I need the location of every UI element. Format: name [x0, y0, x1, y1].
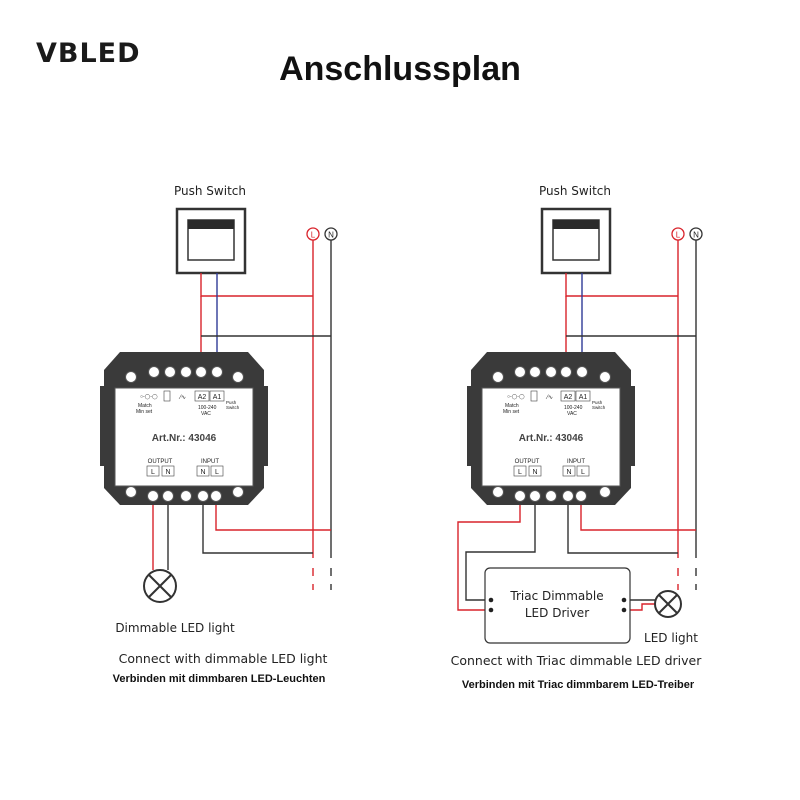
svg-text:100-240: 100-240: [198, 405, 217, 411]
svg-text:L: L: [518, 469, 522, 476]
dimmer-device: ○‑◯‑◯ ⁄∿ Match Min set A2 A1 100-240 VAC…: [100, 352, 268, 505]
caption-en: Connect with Triac dimmable LED driver: [451, 653, 703, 668]
svg-text:N: N: [693, 231, 699, 240]
svg-text:A2: A2: [564, 394, 573, 401]
top-terminal-row: [492, 366, 611, 383]
svg-text:N: N: [532, 469, 537, 476]
svg-text:Push: Push: [592, 400, 603, 405]
svg-text:A1: A1: [213, 394, 222, 401]
svg-text:100-240: 100-240: [564, 405, 583, 411]
svg-text:A2: A2: [198, 394, 207, 401]
load-label: LED light: [644, 631, 698, 645]
svg-text:L: L: [581, 469, 585, 476]
push-switch-label: Push Switch: [174, 184, 246, 198]
svg-text:L: L: [151, 469, 155, 476]
push-switch-label: Push Switch: [539, 184, 611, 198]
top-terminal-row: [125, 366, 244, 383]
svg-text:OUTPUT: OUTPUT: [515, 459, 540, 465]
svg-text:Match: Match: [505, 403, 519, 409]
caption-en: Connect with dimmable LED light: [119, 651, 328, 666]
svg-text:⁄∿: ⁄∿: [178, 395, 186, 401]
terminal-neutral: N: [689, 227, 703, 241]
svg-text:L: L: [215, 469, 219, 476]
svg-text:VAC: VAC: [567, 411, 577, 417]
svg-text:INPUT: INPUT: [201, 459, 219, 465]
caption-de: Verbinden mit dimmbaren LED-Leuchten: [113, 673, 326, 685]
lamp-icon: [654, 590, 682, 618]
diagram-right: Push Switch L N: [451, 184, 703, 691]
bottom-terminal-row: [125, 486, 244, 502]
svg-text:INPUT: INPUT: [567, 459, 585, 465]
article-number: Art.Nr.: 43046: [152, 433, 217, 444]
diagram-left: Push Switch L N: [100, 184, 338, 685]
svg-text:N: N: [200, 469, 205, 476]
terminal-live: L: [671, 227, 685, 241]
svg-text:○‑◯‑◯: ○‑◯‑◯: [507, 394, 525, 400]
caption-de: Verbinden mit Triac dimmbarem LED-Treibe…: [462, 679, 695, 691]
led-driver-box: Triac Dimmable LED Driver: [484, 567, 631, 644]
svg-text:LED Driver: LED Driver: [525, 606, 589, 620]
page-title: Anschlussplan: [279, 50, 521, 88]
svg-text:VAC: VAC: [201, 411, 211, 417]
push-switch: [175, 207, 247, 275]
dimmer-device: ○‑◯‑◯ ⁄∿ Match Min set A2 A1 100-240 VAC…: [467, 352, 635, 505]
wires-left: [152, 240, 332, 590]
svg-text:L: L: [311, 231, 316, 240]
svg-text:OUTPUT: OUTPUT: [148, 459, 173, 465]
svg-text:N: N: [328, 231, 334, 240]
svg-text:N: N: [566, 469, 571, 476]
terminal-neutral: N: [324, 227, 338, 241]
svg-text:Match: Match: [138, 403, 152, 409]
svg-text:Switch: Switch: [226, 405, 240, 410]
svg-text:Triac Dimmable: Triac Dimmable: [509, 589, 603, 603]
article-number: Art.Nr.: 43046: [519, 433, 584, 444]
push-switch: [540, 207, 612, 275]
terminal-live: L: [306, 227, 320, 241]
lamp-icon: [143, 569, 177, 603]
svg-text:N: N: [165, 469, 170, 476]
svg-text:⁄∿: ⁄∿: [545, 395, 553, 401]
brand-logo: VBLED: [36, 38, 141, 69]
bottom-terminal-row: [492, 486, 611, 502]
svg-text:Min set: Min set: [136, 409, 153, 415]
svg-text:A1: A1: [579, 394, 588, 401]
svg-text:L: L: [676, 231, 681, 240]
load-label: Dimmable LED light: [115, 621, 235, 635]
svg-text:Push: Push: [226, 400, 237, 405]
svg-text:Switch: Switch: [592, 405, 606, 410]
svg-text:○‑◯‑◯: ○‑◯‑◯: [140, 394, 158, 400]
svg-text:Min set: Min set: [503, 409, 520, 415]
